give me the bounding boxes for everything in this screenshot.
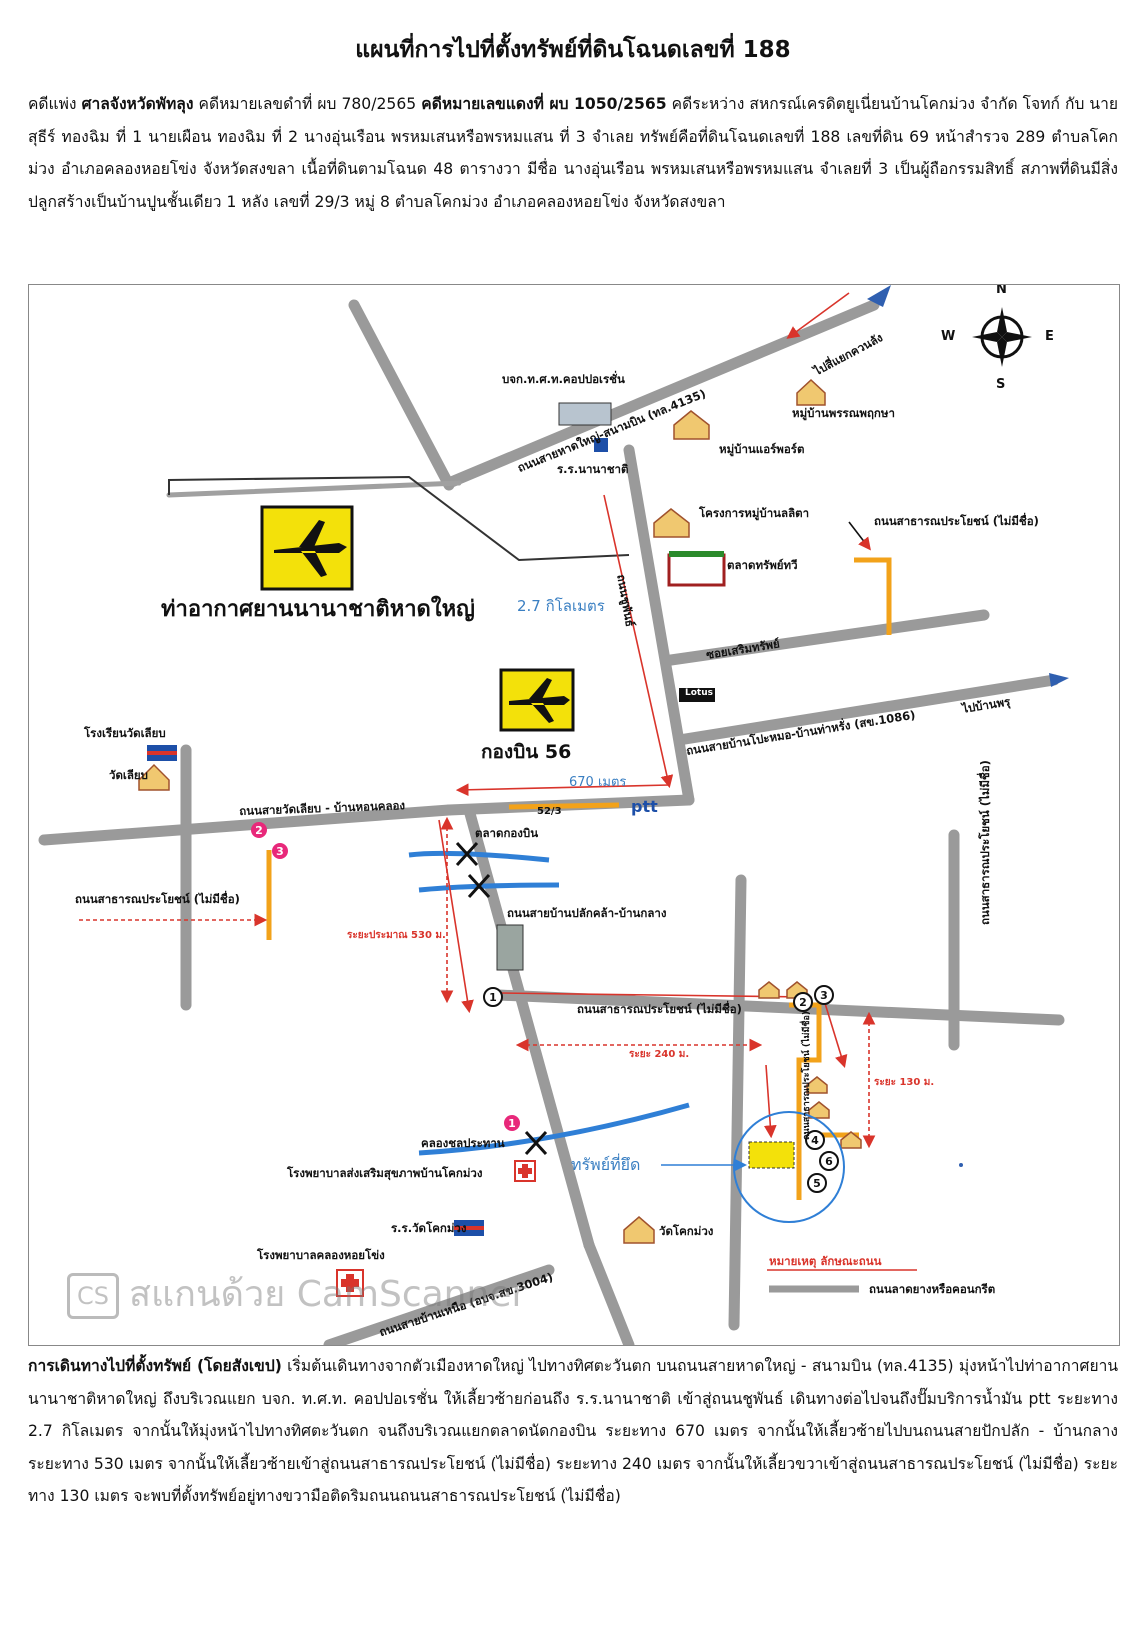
label-road-paklak: ถนนสายบ้านปลักคล้า-บ้านกลาง: [507, 906, 667, 920]
label-public-road-top: ถนนสาธารณประโยชน์ (ไม่มีชื่อ): [874, 514, 1039, 528]
marker-5: 5: [813, 1177, 821, 1190]
label-seized-property: ทรัพย์ที่ยึด: [571, 1155, 641, 1174]
label-village-airport: หมู่บ้านแอร์พอร์ต: [719, 442, 805, 456]
intro-text-1: คดีแพ่ง: [28, 95, 82, 113]
intro-text-3: คดีระหว่าง สหกรณ์เครดิตยูเนี่ยนบ้านโคกม่…: [28, 95, 1118, 211]
label-school-kokmuang: ร.ร.วัดโคกม่วง: [391, 1221, 467, 1235]
directions-heading: การเดินทางไปที่ตั้งทรัพย์ (โดยสังเขป): [28, 1357, 282, 1375]
label-hospital-khlong: โรงพยาบาลคลองหอยโข่ง: [257, 1248, 385, 1262]
location-map: 2 3 1 1 2 3 4 5 6 N S E W ไปสี่แยกควนลัง…: [28, 284, 1120, 1346]
label-dist-670m: 670 เมตร: [569, 775, 627, 790]
intro-text-2: คดีหมายเลขดำที่ ผบ 780/2565: [193, 95, 422, 113]
arrow-to-banphru: [1049, 673, 1069, 687]
directions-text: เริ่มต้นเดินทางจากตัวเมืองหาดใหญ่ ไปทางท…: [28, 1357, 1119, 1505]
arrow-to-kuanlang: [867, 285, 891, 307]
label-wat-kokmuang: วัดโคกม่วง: [659, 1224, 714, 1238]
label-corp: บจก.ท.ศ.ท.คอปปอเรชั่น: [502, 372, 625, 386]
marker-junction-1: 1: [489, 991, 497, 1004]
red-case-number: คดีหมายเลขแดงที่ ผบ 1050/2565: [421, 95, 667, 113]
label-village-pannapruksa: หมู่บ้านพรรณพฤกษา: [792, 406, 895, 420]
hospital-icons: [336, 1160, 536, 1297]
label-village-lalita: โครงการหมู่บ้านลลิตา: [699, 506, 810, 520]
marker-junction-2: 2: [799, 996, 807, 1009]
wing56-icon: [499, 668, 575, 732]
airport-icon: [260, 505, 354, 591]
label-canal: คลองชลประทาน: [421, 1136, 505, 1150]
label-airport: ท่าอากาศยานนานาชาติหาดใหญ่: [161, 597, 475, 622]
label-dist-530m: ระยะประมาณ 530 ม.: [347, 930, 446, 941]
label-lotus: Lotus: [685, 688, 713, 698]
map-drawing: 2 3 1 1 2 3 4 5 6: [38, 285, 1069, 1345]
camscanner-text: สแกนด้วย CamScanner: [129, 1274, 527, 1315]
public-roads: [266, 557, 892, 1200]
label-market-sapthawi: ตลาดทรัพย์ทวี: [727, 558, 798, 572]
marker-junction-3: 3: [820, 989, 828, 1002]
legend-title: หมายเหตุ ลักษณะถนน: [769, 1254, 882, 1268]
compass-e: E: [1045, 329, 1054, 344]
building-icons: [496, 402, 795, 1169]
label-public-road-small: ถนนสาธารณประโยชน์ (ไม่มีชื่อ): [802, 1010, 812, 1140]
court-name: ศาลจังหวัดพัทลุง: [81, 95, 194, 113]
label-dist-240m: ระยะ 240 ม.: [629, 1049, 690, 1060]
camscanner-logo: CS: [67, 1273, 119, 1319]
road-network: [38, 299, 1065, 1345]
seized-property-circle: [733, 1111, 845, 1223]
label-house-523: 52/3: [537, 806, 562, 817]
school-flag-icons: [147, 438, 608, 1236]
label-intl-school: ร.ร.นานาชาติ: [557, 462, 629, 476]
label-dist-130m: ระยะ 130 ม.: [874, 1077, 935, 1088]
compass-icon: [972, 307, 1032, 367]
label-market-kongbin: ตลาดกองบิน: [475, 826, 539, 840]
marker-canal-1: 1: [508, 1117, 516, 1130]
label-public-road-left: ถนนสาธารณประโยชน์ (ไม่มีชื่อ): [75, 892, 240, 906]
compass-s: S: [996, 377, 1006, 392]
label-public-road-right: ถนนสาธารณประโยชน์ (ไม่มีชื่อ): [978, 760, 992, 925]
label-hospital-kokmuang: โรงพยาบาลส่งเสริมสุขภาพบ้านโคกม่วง: [287, 1166, 483, 1180]
house-icons: [138, 378, 862, 1244]
label-ptt: ptt: [631, 797, 658, 816]
label-wat-liap: วัดเลียบ: [109, 768, 148, 782]
label-dist-27km: 2.7 กิโลเมตร: [517, 597, 605, 615]
route-arrows: [79, 292, 876, 1149]
compass-n: N: [996, 284, 1007, 297]
marker-4: 4: [811, 1134, 819, 1147]
page-title: แผนที่การไปที่ตั้งทรัพย์ที่ดินโฉนดเลขที่…: [355, 37, 791, 63]
compass-w: W: [941, 329, 956, 344]
label-school-watliap: โรงเรียนวัดเลียบ: [84, 726, 166, 740]
bridge-icons: [455, 841, 548, 1156]
marker-left-3: 3: [276, 845, 284, 858]
legend-road-label: ถนนลาดยางหรือคอนกรีต: [869, 1282, 996, 1296]
directions-summary: การเดินทางไปที่ตั้งทรัพย์ (โดยสังเขป) เร…: [28, 1350, 1118, 1513]
point-markers: 2 3 1 1 2 3 4 5 6: [251, 822, 839, 1193]
label-public-road-mid: ถนนสาธารณประโยชน์ (ไม่มีชื่อ): [577, 1002, 742, 1016]
marker-left-2: 2: [255, 824, 263, 837]
blue-dot: [959, 1163, 963, 1167]
airport-boundary: [168, 475, 630, 562]
case-intro: คดีแพ่ง ศาลจังหวัดพัทลุง คดีหมายเลขดำที่…: [28, 88, 1118, 218]
label-wing56: กองบิน 56: [481, 741, 572, 763]
marker-6: 6: [825, 1155, 833, 1168]
